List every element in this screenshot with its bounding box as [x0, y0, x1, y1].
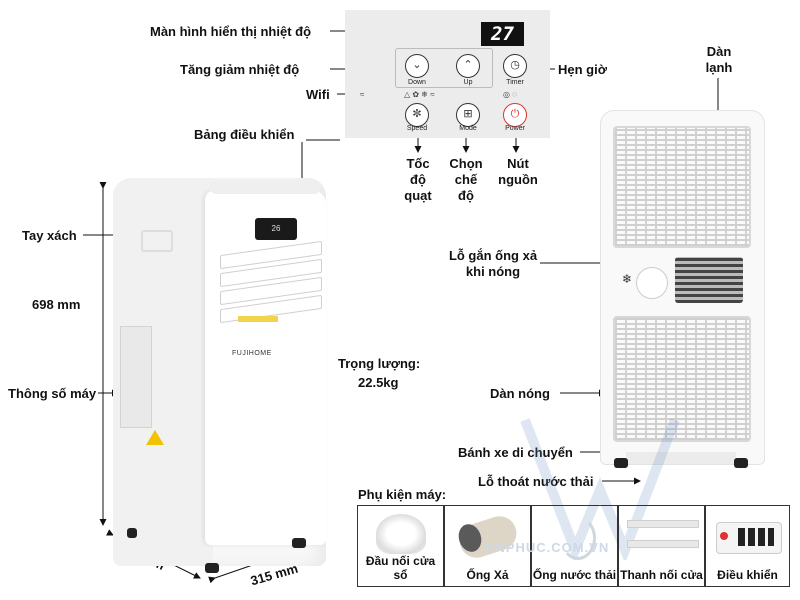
unit-mini-display: 26 — [255, 218, 297, 240]
mode-button[interactable]: ⊞ — [456, 103, 480, 127]
watermark-text: ANPHUC.COM.VN — [485, 540, 610, 555]
timer-label: Hẹn giờ — [558, 62, 607, 77]
accessory-label: Thanh nối cửa — [620, 568, 703, 582]
control-panel-label: Bảng điều khiển — [194, 127, 295, 142]
power-button-label: Power — [505, 125, 525, 132]
drain-label: Lỗ thoát nước thải — [478, 474, 594, 489]
window-bar-image — [627, 520, 699, 528]
wheel — [292, 538, 306, 548]
speed-button-label: Speed — [406, 125, 428, 132]
accessory-window-connector: Đầu nối cửa sổ — [357, 505, 444, 587]
speed-button[interactable]: ✼ — [405, 103, 429, 127]
chevron-down-icon: ⌄ — [412, 59, 422, 71]
power-button[interactable]: ⏻ — [503, 103, 527, 127]
cold-coil-grille — [613, 126, 751, 248]
hot-coil-label: Dàn nóng — [490, 386, 550, 401]
mode-icons: △ ✿ ❄ ≈ — [404, 90, 435, 99]
timer-button-label: Timer — [506, 79, 524, 86]
chevron-up-icon: ⌃ — [463, 59, 473, 71]
accessory-remote: Điều khiển — [705, 505, 790, 587]
wifi-icon: ≈ — [360, 90, 365, 99]
remote-power-icon — [720, 532, 728, 540]
warning-icon — [146, 430, 164, 445]
window-bar-image — [627, 540, 699, 548]
drain-hose-image — [560, 516, 596, 560]
clock-icon: ◷ — [510, 59, 520, 71]
grid-icon: ⊞ — [463, 108, 473, 120]
timer-button[interactable]: ◷ — [503, 54, 527, 78]
rear-wheel — [614, 458, 628, 468]
accessory-label: Đầu nối cửa sổ — [365, 554, 436, 582]
wheels-label: Bánh xe di chuyển — [458, 445, 573, 460]
accessory-label: Điều khiển — [717, 568, 778, 582]
temperature-display: 27 — [481, 22, 524, 46]
unit-top — [210, 180, 320, 194]
carry-handle — [141, 230, 173, 252]
drain-plate — [626, 452, 736, 464]
temp-button-group — [395, 48, 493, 88]
down-button[interactable]: ⌄ — [405, 54, 429, 78]
mode-button-label: Mode — [459, 125, 477, 132]
hot-coil-grille — [613, 316, 751, 442]
accessory-window-bar: Thanh nối cửa — [618, 505, 705, 587]
handle-label: Tay xách — [22, 228, 77, 243]
accessory-label: Ống nước thải — [532, 568, 617, 582]
wheel — [205, 563, 219, 573]
temp-adjust-label: Tăng giảm nhiệt độ — [180, 62, 300, 77]
rear-round-vent — [636, 267, 668, 299]
specs-label: Thông số máy — [8, 386, 97, 401]
watermark-logo-icon — [520, 418, 680, 560]
down-button-label: Down — [408, 79, 426, 86]
window-connector-image — [376, 514, 426, 554]
unit-sticker-strip — [238, 316, 278, 322]
timer-indicator-icons: ◎ ◌ — [503, 90, 517, 99]
display-label: Màn hình hiển thị nhiệt độ — [150, 24, 312, 39]
up-button-label: Up — [463, 79, 473, 86]
weight-value: 22.5kg — [358, 375, 399, 390]
wifi-label: Wifi — [306, 87, 330, 102]
fan-icon: ✼ — [412, 108, 422, 120]
weight-title: Trọng lượng: — [338, 356, 421, 371]
up-button[interactable]: ⌃ — [456, 54, 480, 78]
wheel — [127, 528, 137, 538]
brand-logo: FUJIHOME — [232, 350, 272, 357]
accessories-title: Phụ kiện máy: — [358, 487, 447, 502]
accessory-exhaust-hose: Ống Xả — [444, 505, 531, 587]
remote-buttons — [738, 528, 774, 546]
spec-sticker — [120, 326, 152, 428]
height-label: 698 mm — [32, 297, 81, 312]
power-icon: ⏻ — [510, 108, 520, 120]
fan-symbol-icon: ❄ — [622, 272, 633, 286]
rear-wheel — [734, 458, 748, 468]
accessory-drain-hose: Ống nước thải — [531, 505, 618, 587]
exhaust-vent — [675, 257, 743, 303]
accessory-label: Ống Xả — [466, 568, 509, 582]
